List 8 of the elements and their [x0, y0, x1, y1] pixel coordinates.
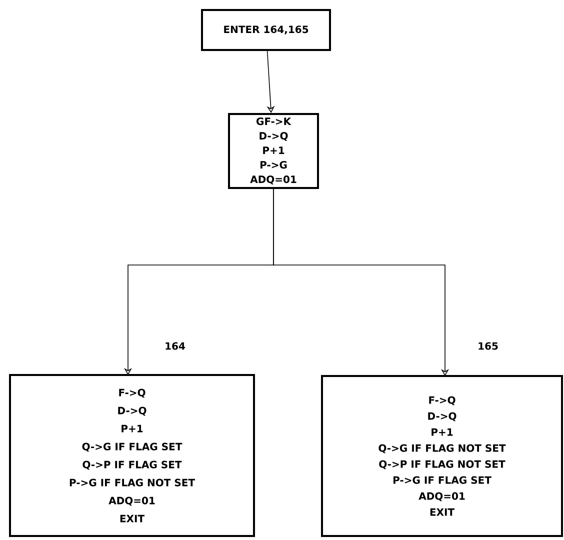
process-box: F->Q D->Q P+1 Q->G IF FLAG NOT SET Q->P IF FLAG NOT SET P->G IF FLAG SET ADQ=01 EXIT	[321, 375, 563, 537]
edge-label: 165	[478, 342, 498, 350]
arrow	[273, 188, 450, 376]
start-box: ENTER 164,165	[201, 9, 331, 51]
process-box: GF->K D->Q P+1 P->G ADQ=01	[228, 113, 319, 189]
edge-label: 164	[166, 342, 185, 350]
process-box: F->Q D->Q P+1 Q->G IF FLAG SET Q->P IF FLAG SET P->G IF FLAG NOT SET ADQ=01 EXIT	[9, 374, 255, 537]
arrow	[266, 50, 275, 113]
